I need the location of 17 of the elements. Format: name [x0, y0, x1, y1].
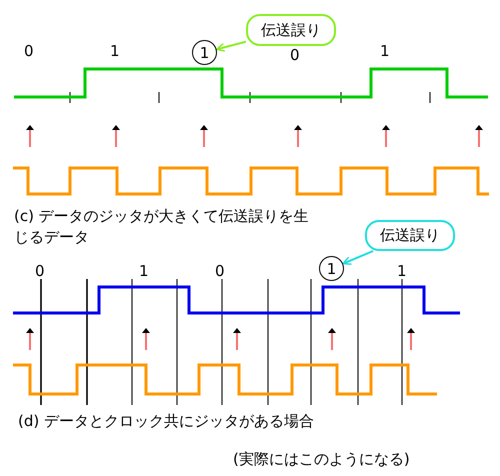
bit-label: 0	[215, 262, 225, 280]
circled-bit: 1	[319, 256, 344, 281]
bit-label: 1	[380, 42, 390, 60]
figure-caption: (d) データとクロック共にジッタがある場合	[18, 412, 314, 430]
callout-bubble: 伝送誤り	[365, 220, 455, 251]
bit-label: 1	[397, 262, 407, 280]
bit-label: 0	[290, 46, 300, 64]
bit-label: 1	[139, 262, 149, 280]
note-text: (実際にはこのようになる)	[233, 450, 410, 468]
bit-label: 0	[24, 42, 34, 60]
figure-caption: (c) データのジッタが大きくて伝送誤りを生じるデータ	[14, 206, 310, 248]
bit-label: 1	[110, 42, 120, 60]
callout-pointer	[342, 250, 374, 265]
callout-pointer	[216, 40, 246, 52]
circled-bit: 1	[192, 40, 217, 65]
bit-label: 0	[35, 262, 45, 280]
callout-bubble: 伝送誤り	[246, 14, 336, 46]
